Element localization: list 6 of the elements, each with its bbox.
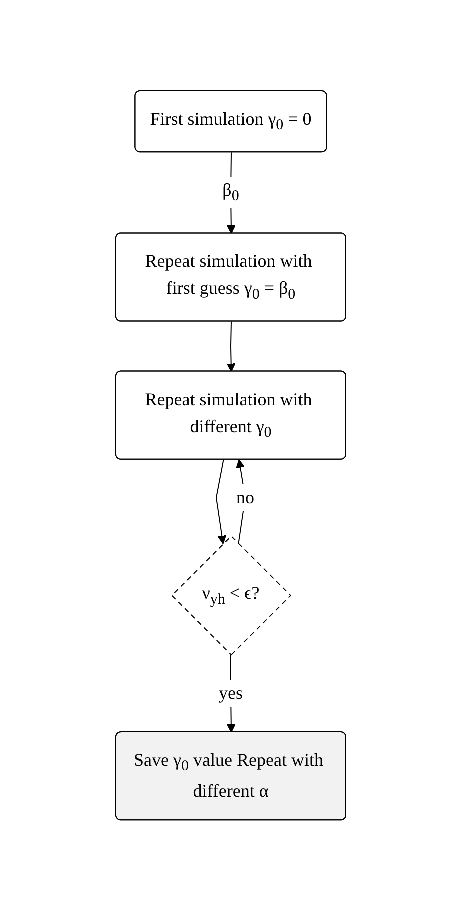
arrow [216,460,226,545]
edge-label: yes [218,683,242,704]
edge-label: no [236,488,254,508]
edge-label: β$_{0}$ [222,180,239,206]
node-diamond: ν$_{yh}$ < ϵ? [170,536,292,656]
arrow [226,322,236,373]
